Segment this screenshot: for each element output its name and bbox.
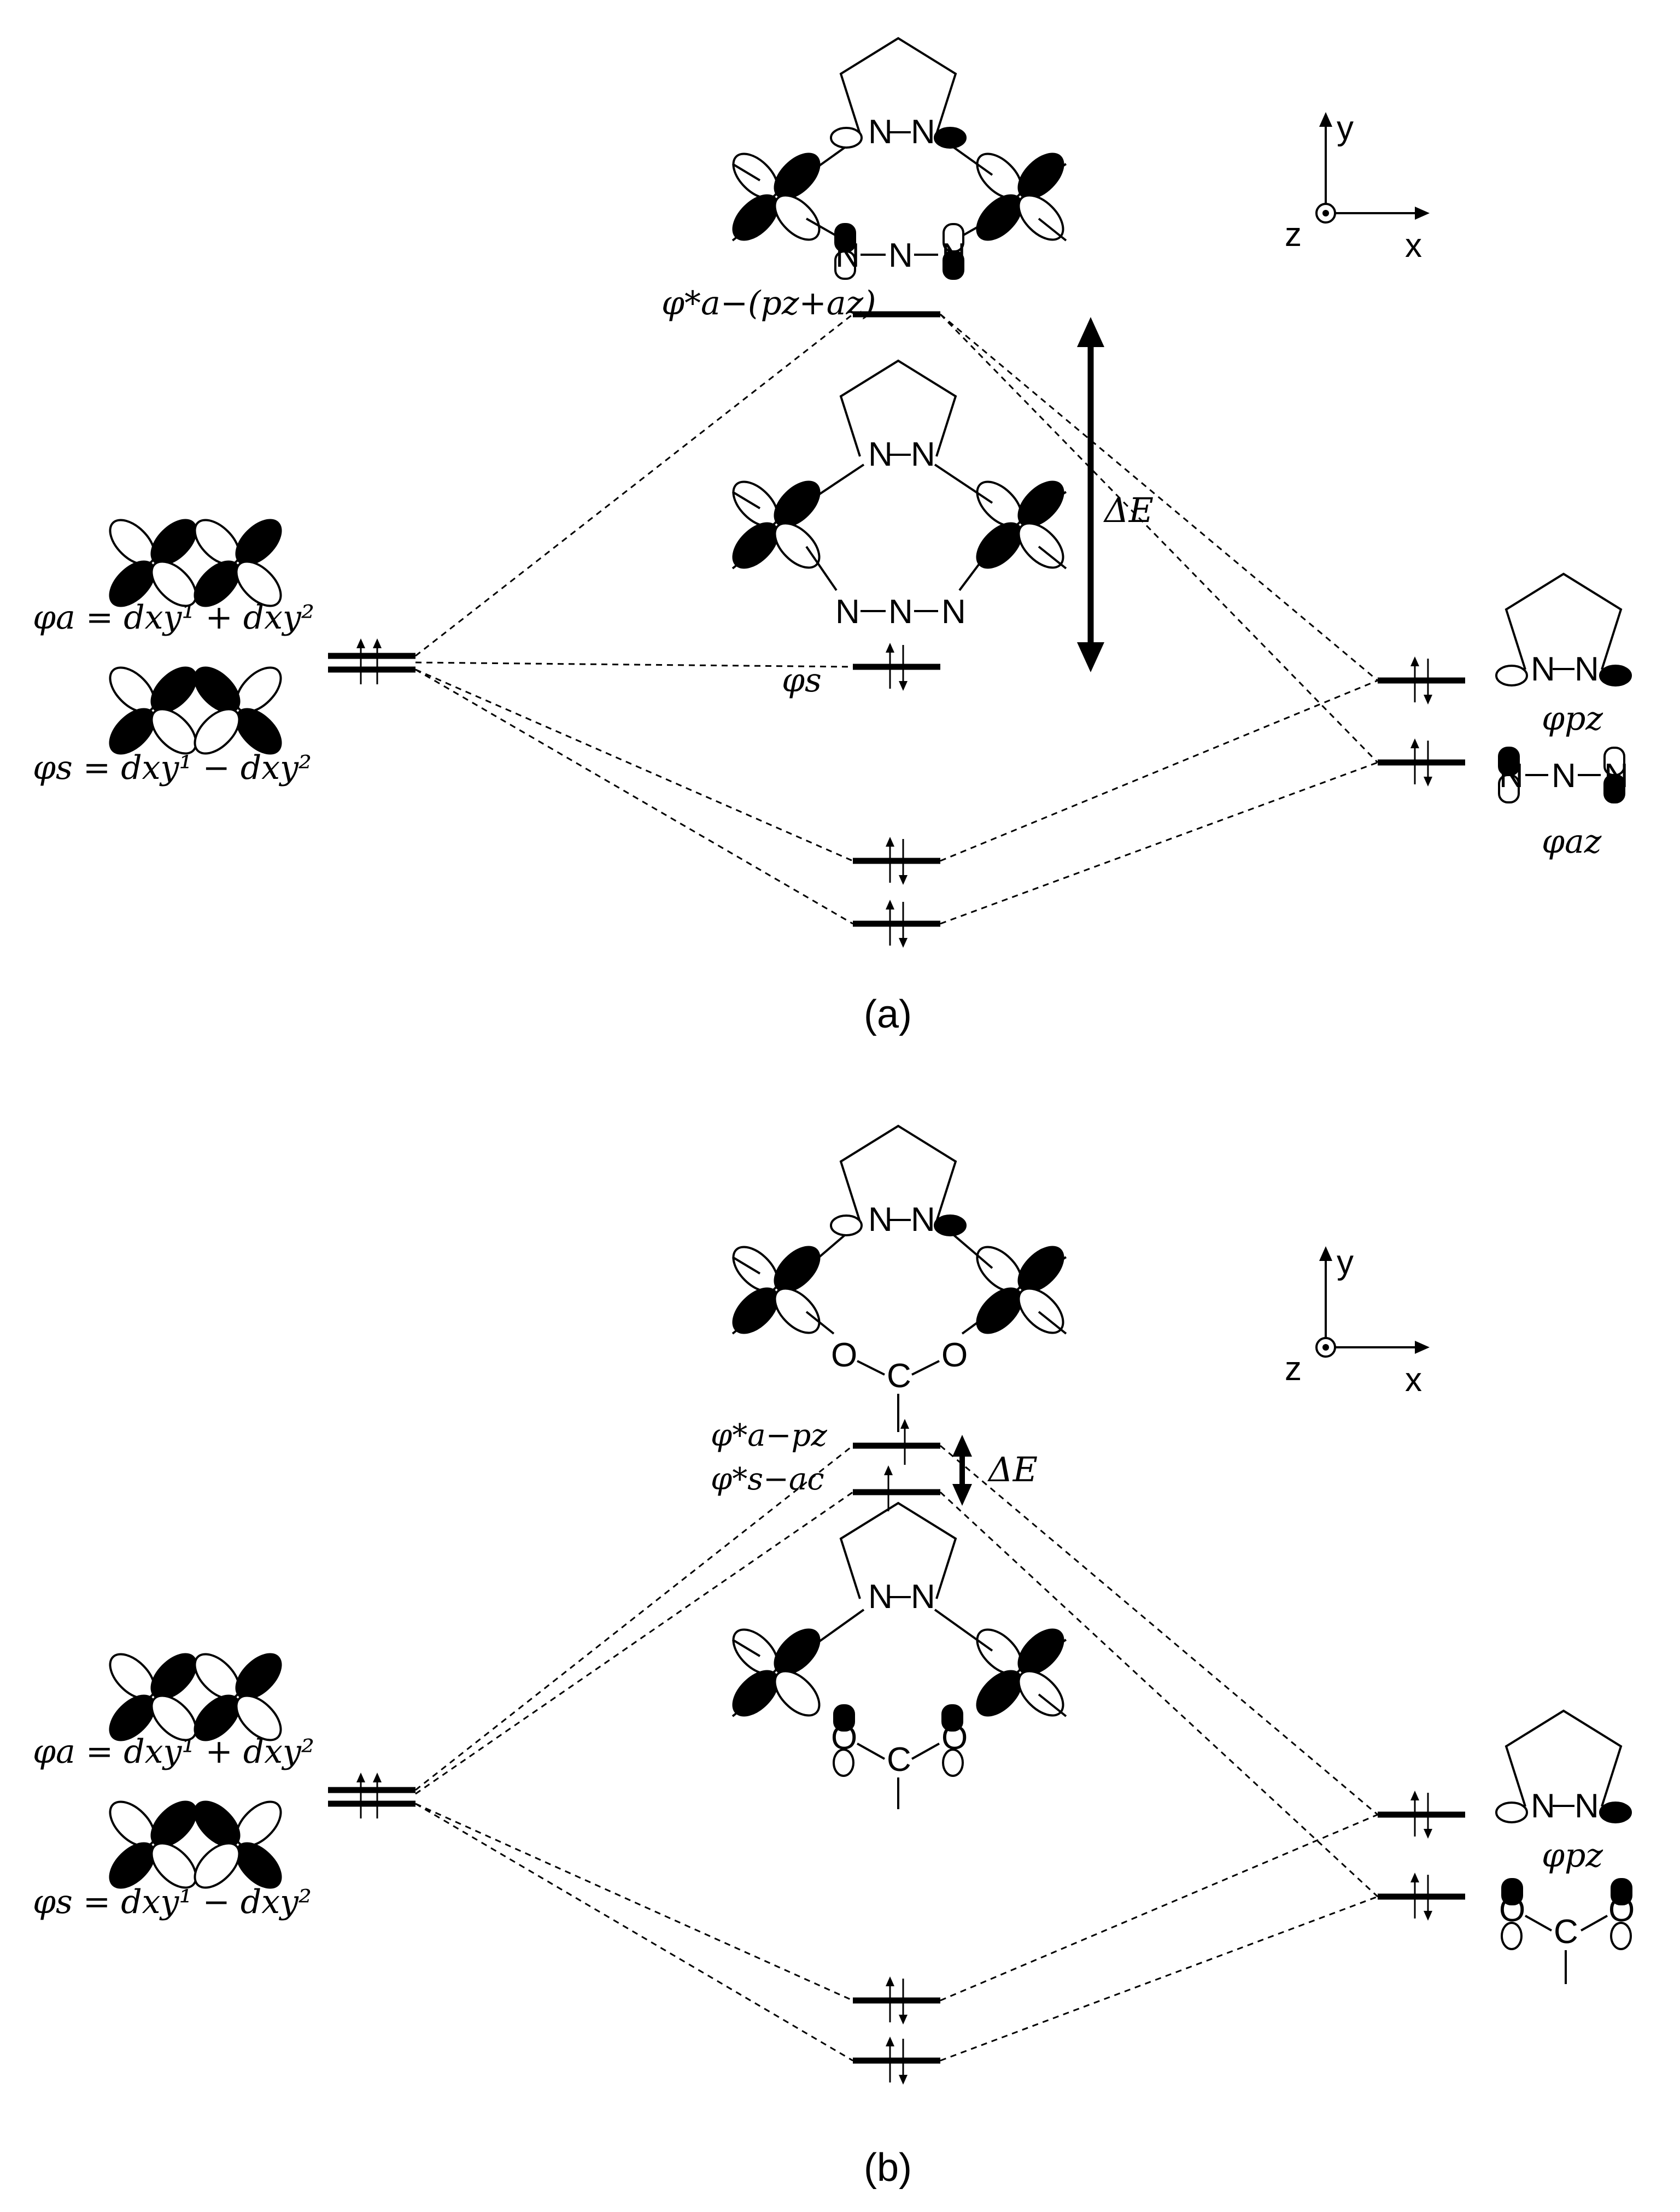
atom-c: C <box>1554 1913 1578 1951</box>
panel-b-caption: (b) <box>864 2146 912 2190</box>
delta-e-arrow-a: ΔE <box>1077 317 1154 672</box>
atom-n: N <box>1574 650 1599 688</box>
atom-c: C <box>887 1741 911 1779</box>
panel-b: N N O C O <box>33 1125 1635 2190</box>
phi-pz-label: φpz <box>1542 700 1603 738</box>
atom-c: C <box>887 1357 911 1395</box>
left-orbitals-a: φa = dxy¹ + dxy² φs = dxy¹ − dxy² <box>33 511 314 787</box>
correlation-lines-b <box>415 1445 1379 2062</box>
axis-x-label: x <box>1405 1361 1422 1399</box>
phi-az-label: φaz <box>1542 823 1602 861</box>
phi-s-label: φs <box>782 661 822 700</box>
atom-n: N <box>868 1201 893 1239</box>
atom-n: N <box>941 237 966 274</box>
phi-s-ac-label: φ*s−ac <box>711 1462 824 1497</box>
right-az-a: N N N φaz <box>1498 747 1629 861</box>
atom-n: N <box>888 593 913 631</box>
atom-n: N <box>868 1578 893 1616</box>
right-ac-b: O O C <box>1499 1878 1635 1984</box>
atom-o: O <box>831 1336 857 1374</box>
atom-n: N <box>835 237 860 274</box>
atom-n: N <box>1531 650 1555 688</box>
atom-n: N <box>911 113 935 151</box>
atom-n: N <box>1499 757 1524 795</box>
phi-a-equation-b: φa = dxy¹ + dxy² <box>33 1733 314 1771</box>
middle-molecule-b: N N O O C <box>724 1502 1073 1809</box>
axes-b: y z x <box>1285 1243 1430 1399</box>
delta-e-label: ΔE <box>1103 490 1154 530</box>
panel-a-caption: (a) <box>864 993 912 1036</box>
nonbond-molecule: N N N N N <box>724 360 1073 631</box>
delta-e-arrow-b: ΔE <box>952 1435 1038 1506</box>
atom-n: N <box>868 113 893 151</box>
atom-n: N <box>1604 757 1629 795</box>
axis-z-label: z <box>1285 1350 1302 1388</box>
atom-n: N <box>1574 1787 1599 1825</box>
axis-y-label: y <box>1337 109 1354 147</box>
atom-n: N <box>835 593 860 631</box>
antibond-molecule-b: N N O C O <box>724 1125 1073 1432</box>
atom-n: N <box>868 436 893 473</box>
correlation-lines-a <box>415 313 1379 925</box>
axis-z-label: z <box>1285 216 1302 254</box>
atom-n: N <box>911 1578 935 1616</box>
phi-a-equation: φa = dxy¹ + dxy² <box>33 599 314 637</box>
delta-e-label-b: ΔE <box>987 1450 1038 1489</box>
atom-n: N <box>911 436 935 473</box>
atom-n: N <box>911 1201 935 1239</box>
axes-a: y z x <box>1285 109 1430 265</box>
right-pz-a: N N φpz <box>1495 573 1632 738</box>
right-pz-b: N N φpz <box>1495 1710 1632 1875</box>
antibond-label: φ*a−(pz+az) <box>662 284 876 322</box>
atom-n: N <box>941 593 966 631</box>
phi-pz-label-b: φpz <box>1542 1837 1603 1875</box>
left-orbitals-b: φa = dxy¹ + dxy² φs = dxy¹ − dxy² <box>33 1645 314 1921</box>
antibond-molecule: N N N N N <box>724 37 1073 280</box>
phi-s-equation: φs = dxy¹ − dxy² <box>33 749 312 787</box>
phi-a-pz-label: φ*a−pz <box>711 1418 827 1453</box>
atom-n: N <box>888 237 913 274</box>
atom-o: O <box>941 1336 968 1374</box>
atom-n: N <box>1531 1787 1555 1825</box>
axis-x-label: x <box>1405 227 1422 265</box>
atom-n: N <box>1552 757 1576 795</box>
panel-a: N N N N N <box>33 37 1632 1036</box>
axis-y-label: y <box>1337 1243 1354 1281</box>
phi-s-equation-b: φs = dxy¹ − dxy² <box>33 1883 312 1921</box>
